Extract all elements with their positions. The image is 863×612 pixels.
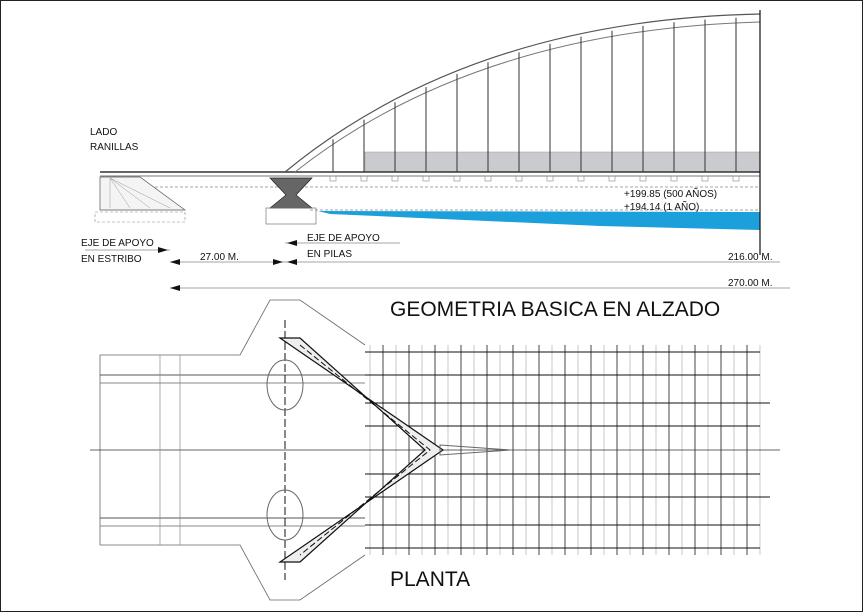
elevation-view: LADO RANILLAS EJE DE APOYO EN ESTRIBO EJ… [81, 10, 790, 321]
abutment-axis-label: EJE DE APOYO [81, 238, 154, 249]
deck-bearing [329, 175, 337, 182]
deck-railing-band [364, 151, 761, 173]
side-label: LADO [90, 127, 117, 138]
deck-bearing [670, 175, 678, 182]
deck-bearing [360, 175, 368, 182]
hangers [329, 17, 740, 182]
pier-axis-label-2: EN PILAS [307, 249, 352, 260]
deck-bearing [732, 175, 740, 182]
arch [284, 13, 761, 173]
deck-bearing [453, 175, 461, 182]
arch-plan-v [278, 337, 445, 563]
arch-inner [294, 21, 761, 173]
span-side-dimension: 27.00 M. [200, 252, 239, 263]
side-label-2: RANILLAS [90, 142, 139, 153]
abutment-axis-label-2: EN ESTRIBO [81, 254, 142, 265]
abutment [99, 176, 187, 211]
pier-axis-label: EJE DE APOYO [307, 233, 380, 244]
river-water [318, 211, 760, 230]
deck-bearing [422, 175, 430, 182]
deck-bearing [639, 175, 647, 182]
elevation-title: GEOMETRIA BASICA EN ALZADO [390, 298, 720, 321]
span-main-dimension: 216.00 M. [728, 252, 772, 263]
deck-bearing [484, 175, 492, 182]
pier [269, 177, 313, 209]
flood-1-label: +194.14 (1 AÑO) [624, 200, 699, 213]
deck-bearing [701, 175, 709, 182]
pier-platform-outline [100, 299, 366, 601]
pier-foundation-top [266, 359, 304, 411]
deck-bearing [391, 175, 399, 182]
deck-bearing [577, 175, 585, 182]
flood-500-label: +199.85 (500 AÑOS) [624, 187, 717, 200]
deck-bearing [546, 175, 554, 182]
plan-title: PLANTA [390, 568, 470, 591]
pier-foundation-bottom [266, 489, 304, 541]
deck-bearing [515, 175, 523, 182]
deck-bearing [608, 175, 616, 182]
span-total-dimension: 270.00 M. [728, 278, 772, 289]
plan-view: PLANTA [90, 299, 780, 601]
